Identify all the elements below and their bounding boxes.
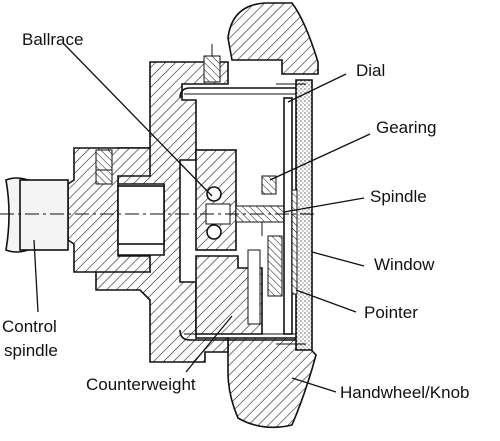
ball-lower xyxy=(206,224,222,240)
leader-window xyxy=(311,251,365,267)
dial-plate xyxy=(283,97,293,335)
label-gearing: Gearing xyxy=(376,118,436,137)
leader-pointer xyxy=(295,289,357,313)
label-dial: Dial xyxy=(356,61,385,80)
leader-handwheel xyxy=(291,377,337,393)
label-spindle: Spindle xyxy=(370,187,427,206)
handwheel-body xyxy=(227,2,319,75)
label-control-spindle-line1: Control xyxy=(2,317,57,336)
control-spindle-rod xyxy=(19,179,69,251)
label-window: Window xyxy=(374,255,435,274)
leader-ballrace xyxy=(63,43,213,197)
leader-gearing xyxy=(269,133,371,181)
leader-control-spindle xyxy=(33,239,39,313)
leader-spindle xyxy=(283,197,365,213)
ball-upper xyxy=(206,186,222,202)
window-glass xyxy=(295,79,313,351)
pointer-needle xyxy=(291,189,298,295)
label-counterweight: Counterweight xyxy=(86,375,196,394)
label-handwheel: Handwheel/Knob xyxy=(340,383,469,402)
control-spindle-inner xyxy=(117,185,165,245)
handwheel-body-lower xyxy=(227,337,317,429)
leader-dial xyxy=(287,73,347,103)
gear-lower xyxy=(247,249,261,325)
label-ballrace: Ballrace xyxy=(22,30,83,49)
label-control-spindle-line2: spindle xyxy=(4,341,58,360)
grub-screw-boss xyxy=(95,149,113,185)
gear-upper xyxy=(261,175,277,195)
label-pointer: Pointer xyxy=(364,303,418,322)
leader-counterweight xyxy=(185,315,233,373)
dial-cup xyxy=(179,87,302,341)
gear-mid xyxy=(267,235,283,297)
grub-screw-top xyxy=(203,55,221,83)
